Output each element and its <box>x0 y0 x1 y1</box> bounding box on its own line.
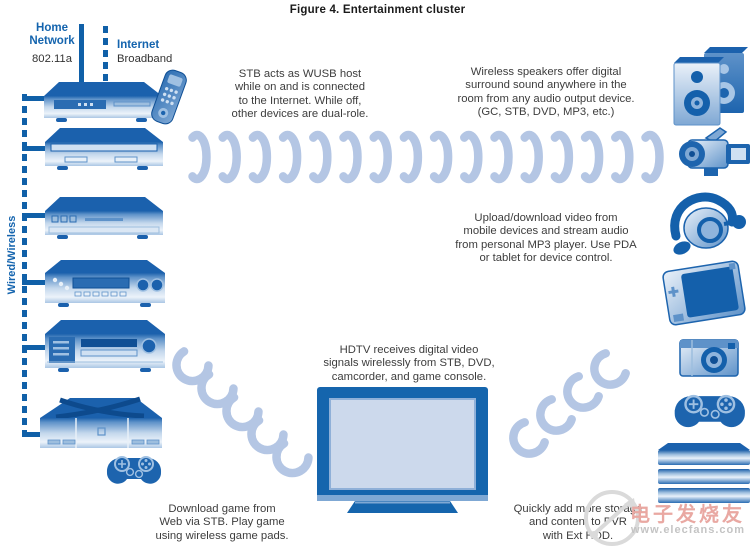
hdtv-note: HDTV receives digital video signals wire… <box>323 344 495 383</box>
internet-line <box>103 26 108 86</box>
wired-wireless-bus <box>22 94 27 438</box>
wireless-speakers-icon <box>673 47 748 126</box>
hdtv-icon <box>317 387 488 513</box>
bus-connector <box>22 213 50 218</box>
pvr-vcr-icon <box>45 320 165 372</box>
headset-icon <box>670 192 746 255</box>
camcorder-icon <box>679 127 750 176</box>
home-network-line <box>79 24 84 86</box>
game-console-icon <box>40 396 162 448</box>
game-pad-icon <box>674 394 745 428</box>
set-top-box-icon <box>44 82 162 122</box>
home-network-label: Home Network <box>29 22 75 47</box>
watermark-logo <box>584 490 640 546</box>
internet-type-label: Broadband <box>117 53 173 65</box>
bus-connector <box>22 96 50 101</box>
bus-connector <box>22 432 50 437</box>
dvd-player-icon <box>45 128 163 170</box>
av-receiver-icon <box>45 260 165 307</box>
digital-camera-icon <box>679 339 739 377</box>
pda-tablet-icon <box>662 260 746 326</box>
watermark-url: www.elecfans.com <box>631 524 746 536</box>
mobile-note: Upload/download video from mobile device… <box>455 212 637 265</box>
games-note: Download game from Web via STB. Play gam… <box>155 503 289 542</box>
home-network-standard: 802.11a <box>32 53 72 65</box>
bus-connector <box>22 345 50 350</box>
game-controller-icon <box>106 456 162 484</box>
internet-label: Internet <box>117 39 160 51</box>
external-hdd-stack-icon <box>658 443 750 503</box>
bus-connector <box>22 146 50 151</box>
cd-player-icon <box>45 197 163 239</box>
watermark-brand: 电子发烧友 <box>630 504 745 526</box>
speakers-note: Wireless speakers offer digital surround… <box>457 66 635 119</box>
stb-note: STB acts as WUSB host while on and is co… <box>231 68 369 121</box>
figure-title: Figure 4. Entertainment cluster <box>289 4 466 16</box>
bus-connector <box>22 280 50 285</box>
remote-control-icon <box>151 69 187 125</box>
wired-wireless-label: Wired/Wireless <box>6 215 18 295</box>
